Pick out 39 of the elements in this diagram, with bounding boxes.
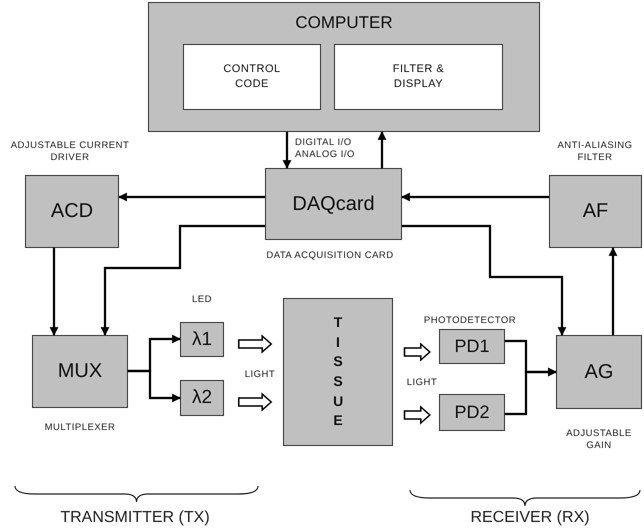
section-title: RECEIVER (RX) <box>469 508 591 528</box>
arrow <box>608 247 618 335</box>
light-arrow <box>238 392 272 412</box>
block-caption: DATA ACQUISITION CARD <box>265 250 395 262</box>
software-box: CONTROL CODE <box>183 44 321 110</box>
light-arrow <box>404 342 431 362</box>
block-box: AF <box>549 175 642 248</box>
block-caption: ADJUSTABLE GAIN <box>565 428 633 453</box>
arrow <box>401 192 549 202</box>
computer-box: COMPUTER CONTROL CODE FILTER & DISPLAY <box>148 2 540 132</box>
block-box: PD1 <box>439 329 505 364</box>
block-box: λ1 <box>180 322 224 357</box>
arrow <box>118 192 265 202</box>
arrow <box>378 131 386 168</box>
signal-label: DIGITAL I/O ANALOG I/O <box>295 137 356 162</box>
light-arrow <box>238 334 272 354</box>
signal-label: LIGHT <box>244 369 276 382</box>
signal-label: LED <box>191 294 213 306</box>
block-box: PD2 <box>439 394 505 431</box>
arrow <box>505 368 557 416</box>
arrow <box>100 224 265 336</box>
tissue-box: TISSUE <box>283 298 393 446</box>
block-box: ACD <box>25 175 119 248</box>
arrow <box>402 224 566 336</box>
block-box: DAQcard <box>265 168 402 240</box>
block-caption: MULTIPLEXER <box>44 422 116 434</box>
arrow <box>282 132 292 169</box>
arrow <box>50 248 58 336</box>
block-box: λ2 <box>180 380 224 416</box>
section-title: TRANSMITTER (TX) <box>59 508 211 528</box>
block-box: MUX <box>32 335 128 408</box>
light-arrow <box>404 405 431 425</box>
signal-label: PHOTODETECTOR <box>422 315 518 328</box>
software-box: FILTER & DISPLAY <box>334 44 503 110</box>
block-box: AG <box>556 335 642 409</box>
block-caption: ADJUSTABLE CURRENT DRIVER <box>10 140 130 165</box>
arrow <box>128 370 181 402</box>
signal-label: LIGHT <box>406 377 438 390</box>
block-caption: ANTI-ALIASING FILTER <box>556 140 634 165</box>
